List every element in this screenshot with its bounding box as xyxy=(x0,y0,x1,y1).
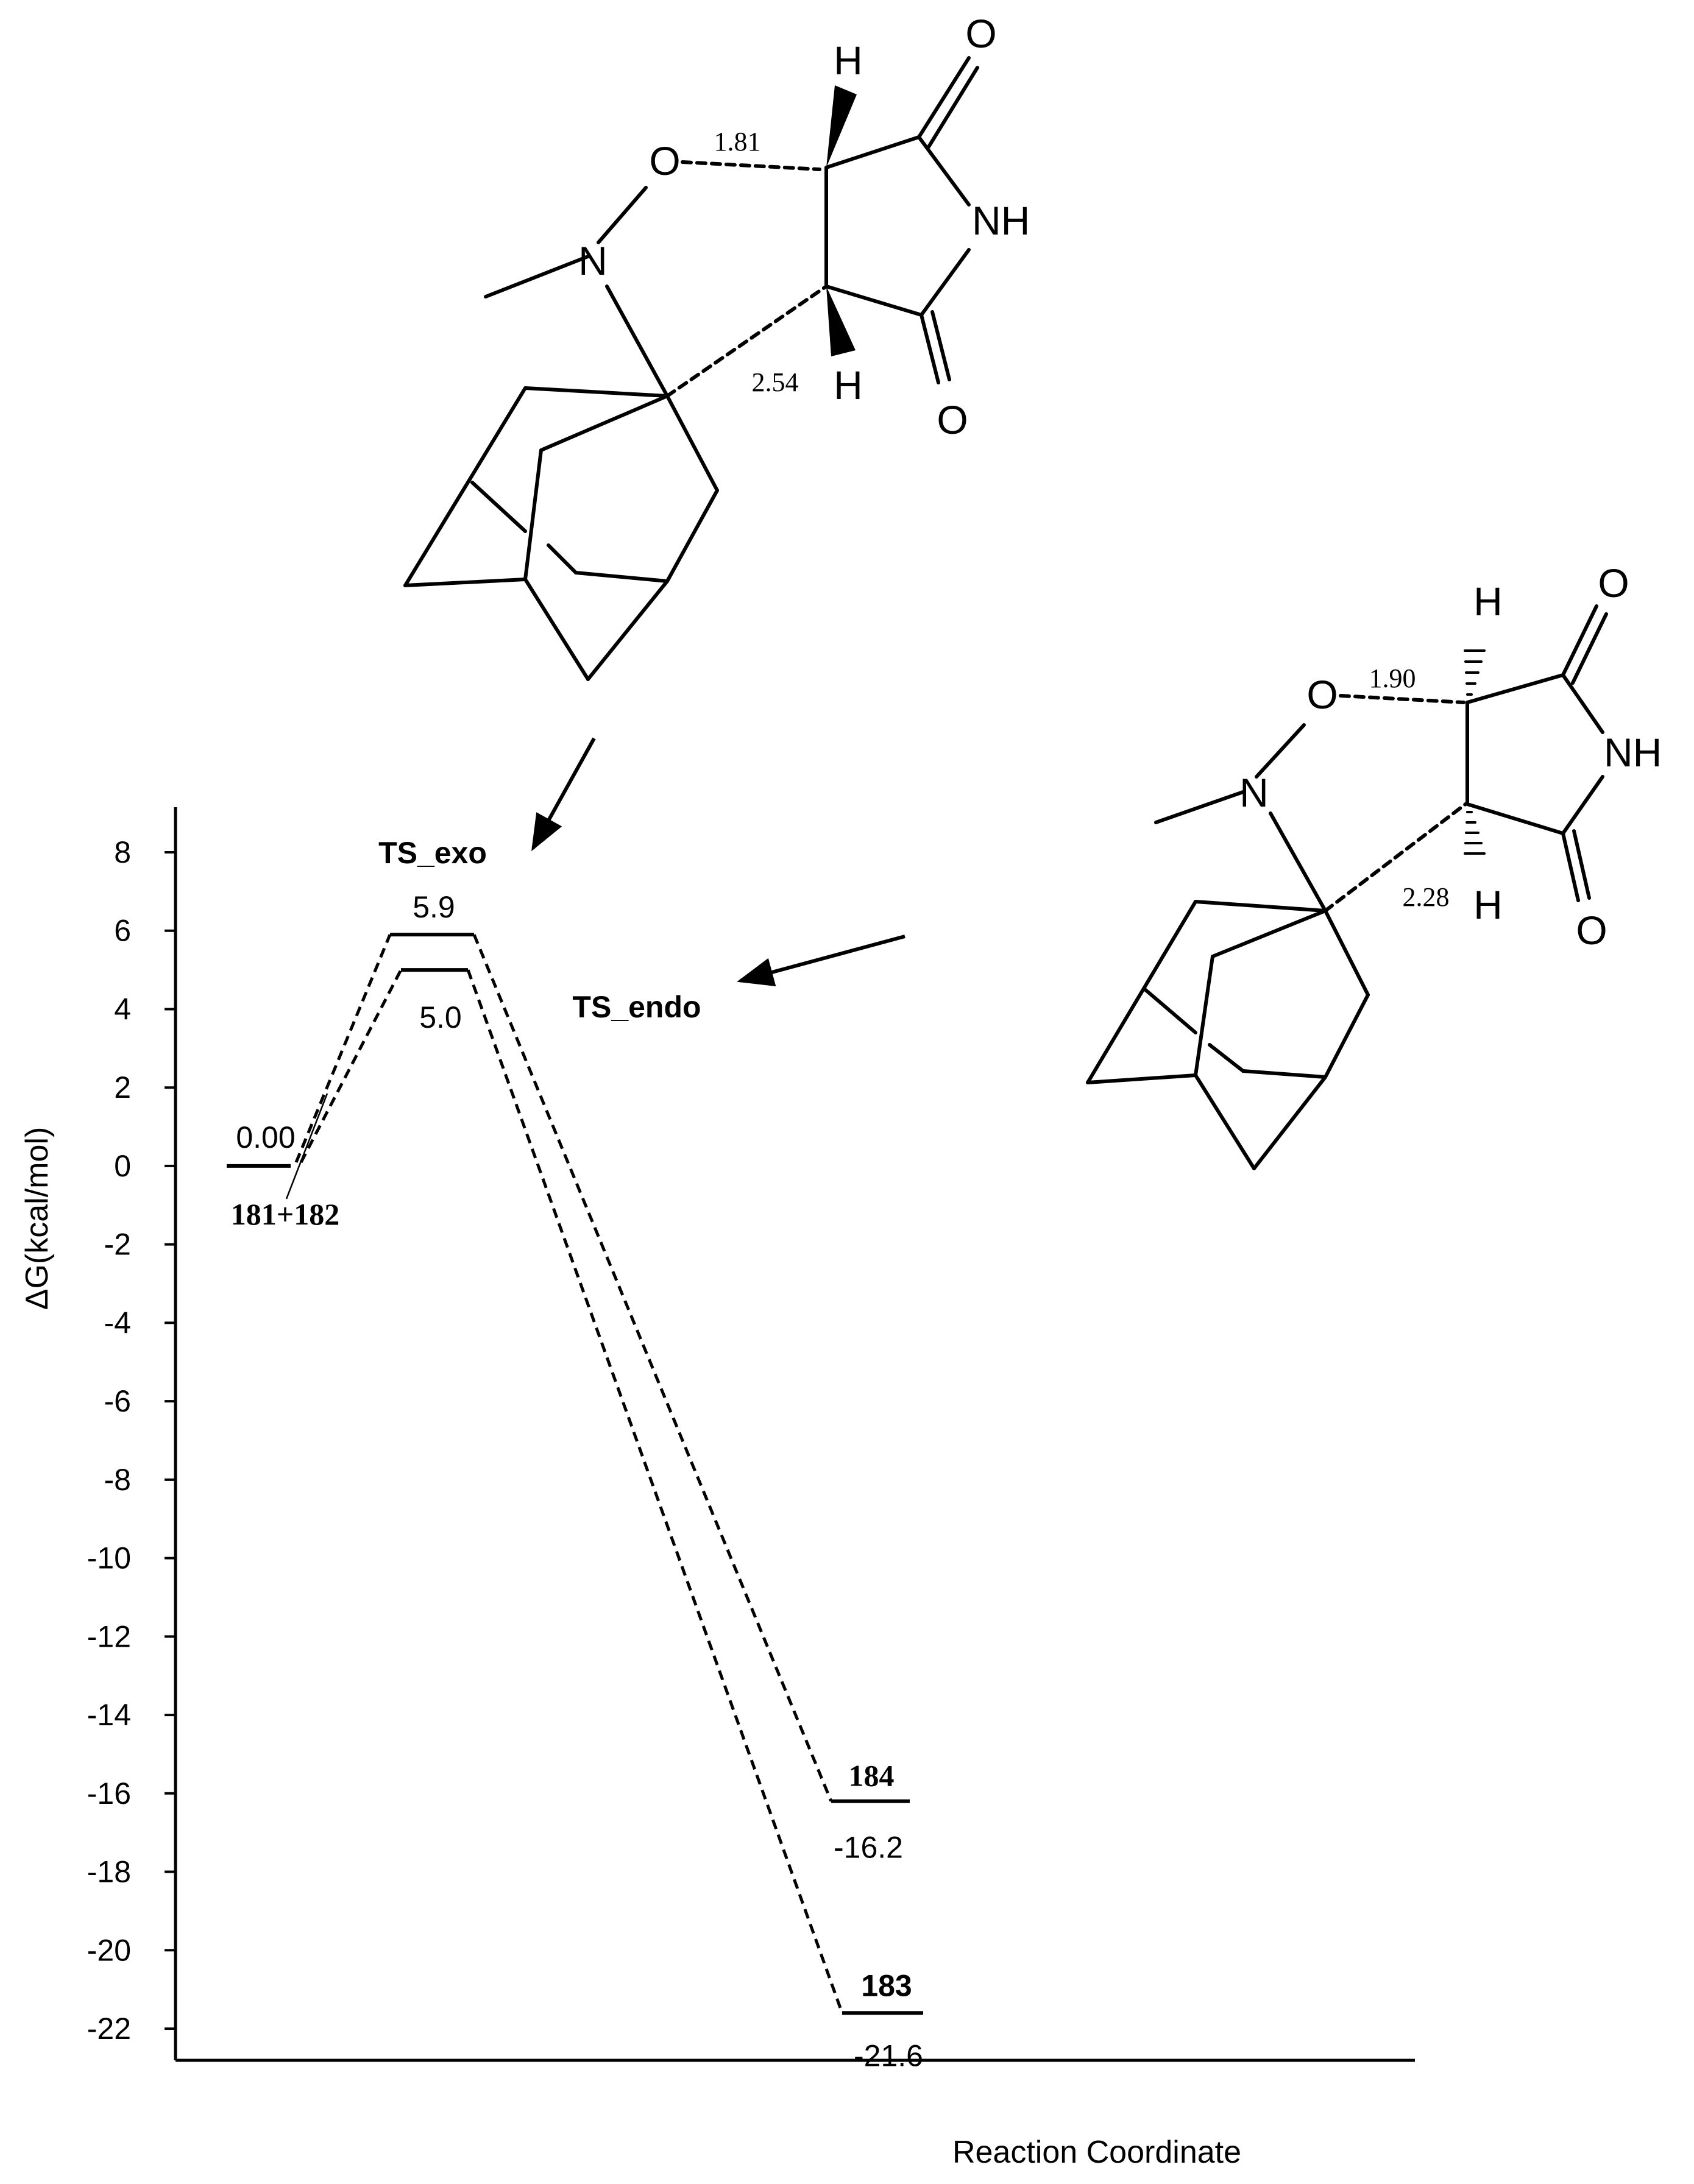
exo-distance-top: 1.81 xyxy=(714,127,761,157)
exo-atom-nh: NH xyxy=(972,198,1030,243)
endo-structure-pointer-arrow xyxy=(737,935,905,987)
endo-distance-bottom: 2.28 xyxy=(1403,882,1450,912)
y-tick-label: -14 xyxy=(87,1698,131,1732)
endo-atom-o-carbonyl-top: O xyxy=(1598,560,1629,606)
energy-diagram: 8 6 4 2 0 -2 -4 -6 -8 -10 -12 -14 -16 -18 -20 -22 0.00 1… xyxy=(19,807,1415,2170)
series-connector xyxy=(294,934,392,1163)
energy-connectors xyxy=(294,934,844,2014)
exo-structure-pointer-arrow xyxy=(531,737,596,852)
x-axis-label: Reaction Coordinate xyxy=(952,2135,1241,2170)
exo-distance-bottom: 2.54 xyxy=(752,367,799,397)
endo-n-cage-bond xyxy=(1269,811,1327,913)
y-axis-ticks: 8 6 4 2 0 -2 -4 -6 -8 -10 -12 -14 -16 -18 -20 -22 xyxy=(87,835,175,2046)
y-tick-label: 4 xyxy=(114,992,131,1026)
exo-atom-n: N xyxy=(578,238,608,283)
endo-hash-h-top xyxy=(1464,649,1486,696)
exo-n-methyl-bond xyxy=(484,255,590,299)
y-tick-label: -20 xyxy=(87,1933,131,1967)
level-ts-exo-value: 5.9 xyxy=(413,890,455,924)
exo-n-o-bond xyxy=(597,186,648,244)
exo-ts-labels: O N H H NH O O 1.81 2.54 xyxy=(578,11,1030,442)
series-connector xyxy=(299,969,403,1164)
y-tick-label: 6 xyxy=(114,914,131,948)
endo-adamantane-cage xyxy=(1086,900,1370,1170)
endo-atom-h-bottom: H xyxy=(1473,882,1503,927)
exo-adamantane-cage xyxy=(403,386,719,681)
endo-ts-labels: O N H H NH O O 1.90 2.28 xyxy=(1239,560,1662,953)
series-connector xyxy=(466,969,844,2014)
endo-c-c-forming-bond xyxy=(1324,802,1467,913)
exo-atom-o-carbonyl-top: O xyxy=(965,11,996,56)
level-product-183-value: -21.6 xyxy=(854,2038,923,2073)
level-product-183-label: 183 xyxy=(861,1968,912,2002)
y-tick-label: -2 xyxy=(104,1228,131,1262)
exo-atom-o: O xyxy=(649,138,680,183)
endo-atom-o-carbonyl-bottom: O xyxy=(1576,908,1607,953)
y-tick-label: -6 xyxy=(104,1384,131,1418)
exo-wedge-h-top xyxy=(826,85,857,168)
level-reactant-value: 0.00 xyxy=(236,1120,295,1154)
exo-atom-h-bottom: H xyxy=(834,362,863,408)
exo-o-c-forming-bond xyxy=(681,160,821,171)
y-tick-label: -12 xyxy=(87,1619,131,1653)
level-product-184-value: -16.2 xyxy=(834,1831,903,1865)
level-product-184-label: 184 xyxy=(849,1759,895,1793)
y-tick-label: 2 xyxy=(114,1070,131,1104)
y-tick-label: -4 xyxy=(104,1306,131,1340)
y-tick-label: 0 xyxy=(114,1149,131,1183)
y-tick-label: 8 xyxy=(114,835,131,869)
exo-atom-o-carbonyl-bottom: O xyxy=(937,397,968,442)
y-axis-label: ΔG(kcal/mol) xyxy=(19,1127,55,1310)
endo-ts-structure xyxy=(1086,604,1608,1170)
exo-n-cage-bond xyxy=(605,284,669,398)
energy-levels: 0.00 181+182 5.9 TS_exo 5.0 TS_endo -16.2 184 -2… xyxy=(227,836,923,2073)
y-tick-label: -8 xyxy=(104,1463,131,1497)
exo-wedge-h-bottom xyxy=(826,286,856,356)
endo-distance-top: 1.90 xyxy=(1369,663,1416,693)
exo-atom-h-top: H xyxy=(834,38,863,83)
endo-n-methyl-bond xyxy=(1154,790,1245,824)
y-tick-label: -10 xyxy=(87,1541,131,1575)
endo-hash-h-bottom xyxy=(1464,811,1486,855)
endo-atom-o: O xyxy=(1306,672,1338,717)
y-tick-label: -18 xyxy=(87,1855,131,1889)
level-ts-endo-value: 5.0 xyxy=(419,1000,462,1034)
endo-o-c-forming-bond xyxy=(1339,694,1465,704)
series-connector xyxy=(472,934,833,1802)
y-tick-label: -16 xyxy=(87,1776,131,1811)
reactant-leader-line xyxy=(285,1093,328,1200)
endo-atom-nh: NH xyxy=(1604,730,1662,775)
level-ts-endo-label: TS_endo xyxy=(572,990,701,1024)
y-tick-label: -22 xyxy=(87,2012,131,2046)
endo-atom-h-top: H xyxy=(1473,579,1503,624)
endo-n-o-bond xyxy=(1255,723,1306,779)
exo-c-c-forming-bond xyxy=(665,284,828,398)
level-ts-exo-label: TS_exo xyxy=(378,836,487,870)
exo-ts-structure xyxy=(403,56,979,681)
level-reactant-label: 181+182 xyxy=(231,1197,340,1231)
endo-atom-n: N xyxy=(1239,770,1269,815)
